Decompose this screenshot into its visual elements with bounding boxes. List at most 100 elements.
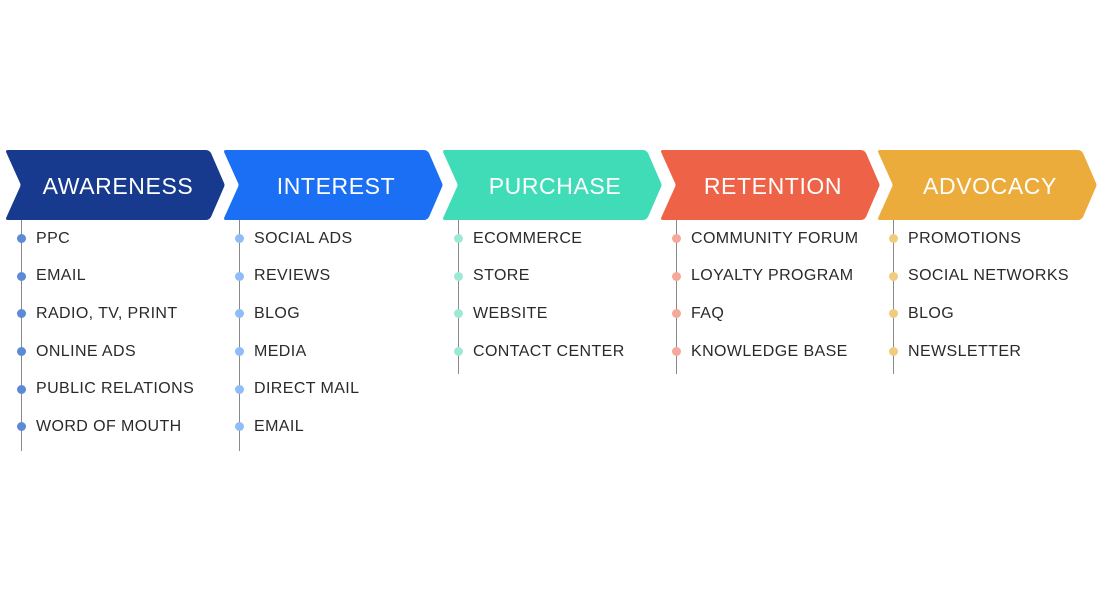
chevron-shape	[6, 150, 225, 220]
stage-item-list: PROMOTIONS SOCIAL NETWORKS BLOG NEWSLETT…	[889, 220, 1069, 374]
timeline-rail	[21, 220, 22, 451]
chevron-shape	[224, 150, 443, 220]
chevron-purchase: PURCHASE	[442, 150, 662, 220]
bullet-dot	[235, 309, 244, 319]
list-item: WEBSITE	[454, 295, 625, 333]
stage-purchase: PURCHASE ECOMMERCE STORE WEBSITE CONTACT…	[442, 150, 662, 460]
item-label: SOCIAL ADS	[254, 229, 353, 247]
list-item: FAQ	[672, 295, 858, 333]
list-item: LOYALTY PROGRAM	[672, 258, 858, 296]
list-item: WORD OF MOUTH	[17, 408, 194, 446]
list-item: REVIEWS	[235, 258, 359, 296]
item-label: SOCIAL NETWORKS	[908, 267, 1069, 285]
bullet-dot	[454, 309, 463, 319]
stage-item-list: COMMUNITY FORUM LOYALTY PROGRAM FAQ KNOW…	[672, 220, 859, 374]
chevron-advocacy: ADVOCACY	[877, 150, 1097, 220]
bullet-dot	[889, 271, 898, 281]
bullet-dot	[889, 347, 898, 357]
bullet-dot	[235, 347, 244, 357]
bullet-dot	[17, 347, 26, 357]
list-item: KNOWLEDGE BASE	[672, 333, 858, 371]
item-label: BLOG	[254, 304, 301, 322]
list-item: BLOG	[889, 295, 1069, 333]
bullet-dot	[235, 384, 244, 394]
timeline-rail	[676, 220, 677, 374]
stage-title: ADVOCACY	[923, 173, 1057, 199]
item-label: ONLINE ADS	[36, 342, 137, 360]
item-label: NEWSLETTER	[908, 342, 1022, 360]
list-item: PUBLIC RELATIONS	[17, 370, 195, 408]
list-item: EMAIL	[17, 258, 194, 296]
list-item: ONLINE ADS	[17, 333, 194, 371]
item-label: EMAIL	[36, 267, 87, 285]
bullet-dot	[17, 384, 26, 394]
list-item: BLOG	[235, 295, 359, 333]
stage-item-list: SOCIAL ADS REVIEWS BLOG MEDIA DIRECT MAI…	[235, 220, 360, 451]
bullet-dot	[17, 309, 26, 319]
item-label: WEBSITE	[473, 304, 548, 322]
list-item: EMAIL	[235, 408, 359, 446]
item-label: REVIEWS	[254, 267, 331, 285]
item-label: COMMUNITY FORUM	[691, 229, 859, 247]
timeline-rail	[893, 220, 894, 374]
stage-title: RETENTION	[703, 173, 843, 199]
bullet-dot	[889, 234, 898, 244]
item-label: PUBLIC RELATIONS	[36, 380, 195, 398]
chevron-interest: INTEREST	[223, 150, 443, 220]
stage-title: AWARENESS	[42, 173, 194, 199]
list-item: DIRECT MAIL	[235, 370, 360, 408]
item-label: KNOWLEDGE BASE	[691, 342, 848, 360]
list-item: ECOMMERCE	[454, 220, 625, 258]
bullet-dot	[454, 347, 463, 357]
bullet-dot	[672, 309, 681, 319]
stage-title: PURCHASE	[488, 173, 622, 199]
bullet-dot	[17, 271, 26, 281]
item-label: FAQ	[691, 304, 725, 322]
list-item: NEWSLETTER	[889, 333, 1069, 371]
item-label: RADIO, TV, PRINT	[36, 304, 178, 322]
stage-item-list: ECOMMERCE STORE WEBSITE CONTACT CENTER	[454, 220, 625, 374]
item-label: PROMOTIONS	[908, 229, 1022, 247]
bullet-dot	[672, 234, 681, 244]
bullet-dot	[235, 234, 244, 244]
item-label: WORD OF MOUTH	[36, 417, 182, 435]
list-item: RADIO, TV, PRINT	[17, 295, 194, 333]
list-item: SOCIAL NETWORKS	[889, 258, 1069, 296]
item-label: LOYALTY PROGRAM	[691, 267, 854, 285]
customer-journey-diagram: AWARENESS PPC EMAIL RADIO, TV, PRINT ONL…	[5, 150, 1097, 460]
chevron-shape	[878, 150, 1097, 220]
bullet-dot	[17, 422, 26, 432]
bullet-dot	[454, 234, 463, 244]
item-label: BLOG	[908, 304, 955, 322]
timeline-rail	[239, 220, 240, 451]
list-item: SOCIAL ADS	[235, 220, 359, 258]
list-item: STORE	[454, 258, 625, 296]
item-label: ECOMMERCE	[473, 229, 583, 247]
stage-item-list: PPC EMAIL RADIO, TV, PRINT ONLINE ADS PU…	[17, 220, 195, 451]
list-item: MEDIA	[235, 333, 359, 371]
list-item: PROMOTIONS	[889, 220, 1069, 258]
item-label: EMAIL	[254, 417, 305, 435]
item-label: STORE	[473, 267, 530, 285]
chevron-retention: RETENTION	[660, 150, 880, 220]
stage-title: INTEREST	[276, 173, 396, 199]
bullet-dot	[454, 271, 463, 281]
timeline-rail	[458, 220, 459, 374]
list-item: PPC	[17, 220, 194, 258]
chevron-shape	[443, 150, 662, 220]
bullet-dot	[235, 422, 244, 432]
stage-awareness: AWARENESS PPC EMAIL RADIO, TV, PRINT ONL…	[5, 150, 225, 460]
stage-interest: INTEREST SOCIAL ADS REVIEWS BLOG MEDIA D…	[223, 150, 443, 460]
stage-retention: RETENTION COMMUNITY FORUM LOYALTY PROGRA…	[660, 150, 880, 460]
item-label: MEDIA	[254, 342, 307, 360]
item-label: PPC	[36, 229, 71, 247]
list-item: CONTACT CENTER	[454, 333, 625, 371]
bullet-dot	[235, 271, 244, 281]
list-item: COMMUNITY FORUM	[672, 220, 859, 258]
item-label: DIRECT MAIL	[254, 380, 360, 398]
bullet-dot	[17, 234, 26, 244]
bullet-dot	[889, 309, 898, 319]
chevron-awareness: AWARENESS	[5, 150, 225, 220]
bullet-dot	[672, 271, 681, 281]
chevron-shape	[661, 150, 880, 220]
